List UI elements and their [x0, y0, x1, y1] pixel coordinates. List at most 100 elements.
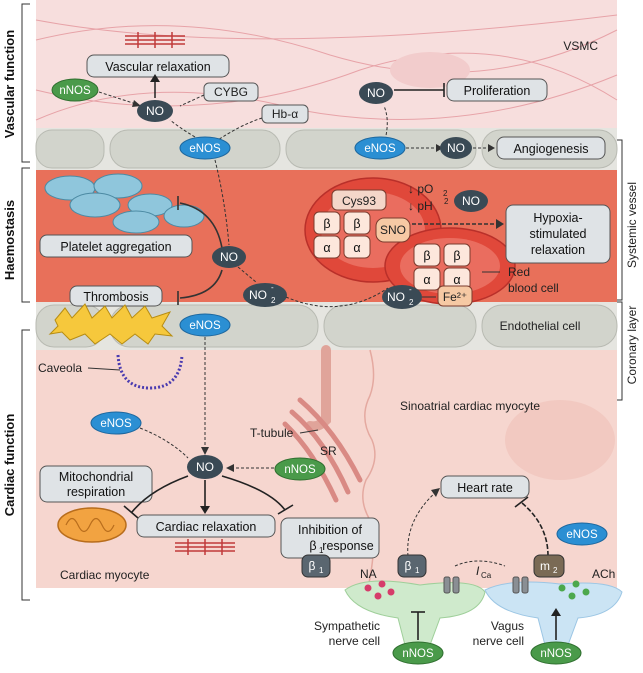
ph-label: ↓ pH: [408, 199, 433, 213]
na-label: NA: [360, 567, 377, 581]
cys93-label: Cys93: [342, 194, 376, 208]
arrow-cybg-to-no: [179, 94, 205, 107]
b1-response-label-1: Inhibition of: [298, 523, 362, 537]
hypoxia-label-1: Hypoxia-: [533, 211, 582, 225]
arrow-caveola-enos-to-no: [139, 427, 189, 459]
cybg-box: [203, 82, 259, 102]
nnos-label-cardiac: nNOS: [284, 464, 316, 476]
ph-sub: 2: [444, 197, 449, 206]
no-label-haemostasis: NO: [220, 250, 238, 264]
nnos-pill-cardiac: [274, 457, 326, 481]
sympathetic-label-1: Sympathetic: [314, 619, 380, 633]
hypoxia-label-2: stimulated: [530, 227, 587, 241]
no2-left-label: NO: [249, 288, 267, 302]
section-haemostasis: Haemostasis: [2, 200, 17, 280]
section-brackets: [21, 3, 30, 601]
mito-label-1: Mitochondrial: [59, 470, 133, 484]
t-tubule-label: T-tubule: [250, 426, 294, 440]
hypoxia-box: [505, 204, 611, 264]
b1-left-sub: 1: [319, 566, 324, 575]
arrowhead: [201, 447, 209, 455]
arrowhead: [436, 144, 443, 152]
caveola-pointer: [87, 367, 121, 371]
caveola-label: Caveola: [38, 361, 82, 375]
section-cardiac: Cardiac function: [2, 414, 17, 517]
ion-channel-left: [443, 576, 460, 594]
cardiac-relaxation-box: [136, 514, 276, 538]
no-proliferation: [359, 82, 393, 104]
fe2-box: [437, 285, 473, 307]
ica-label: I: [476, 564, 480, 578]
mitochondrion: [57, 507, 127, 543]
hb-alpha-box: [261, 104, 309, 124]
alpha-2b: α: [453, 273, 460, 287]
arrowhead: [496, 219, 504, 229]
arrowhead: [150, 74, 160, 82]
beta-2b: β: [453, 249, 460, 263]
thrombosis-label: Thrombosis: [83, 290, 148, 304]
no-label-angio: NO: [447, 141, 465, 155]
beta-1a: β: [323, 217, 330, 231]
po2-sub: 2: [443, 189, 448, 198]
ica-arc: [454, 560, 506, 567]
alpha-1a: α: [323, 241, 330, 255]
enos-label-coronary: eNOS: [189, 320, 221, 332]
vsmc-nucleus: [390, 52, 470, 88]
inhibit-bar: [123, 505, 139, 519]
t-tubule-pointer: [299, 429, 319, 434]
systemic-vessel-label: Systemic vessel: [625, 182, 639, 268]
b1-response-label-2b: response: [322, 539, 373, 553]
no-vascular: [137, 100, 173, 122]
no2-left-sup: -: [271, 283, 274, 292]
myocyte-nucleus: [505, 400, 615, 480]
no2-right-sub: 2: [409, 298, 414, 307]
b1-response-label-2sub: 1: [319, 546, 324, 555]
vagus-label-1: Vagus: [491, 619, 524, 633]
inhibit-heart-rate: [521, 502, 549, 557]
po2-label: ↓ pO: [408, 182, 433, 196]
hb-subunits-1: [313, 211, 371, 259]
no-hypoxia: [454, 190, 488, 212]
no2-left: [243, 283, 287, 307]
arrowhead: [431, 488, 440, 497]
sno-label: SNO: [380, 223, 406, 237]
arrow-enos-to-no-haemostasis: [214, 159, 230, 246]
no2-right-label: NO: [387, 290, 405, 304]
rbc-label-1: Red: [508, 265, 530, 279]
no-label-vascular: NO: [146, 104, 164, 118]
nnos-pill-sympathetic: [392, 641, 444, 665]
inhibit-b1: [221, 475, 286, 511]
vascular-relaxation-label: Vascular relaxation: [105, 60, 210, 74]
arrow-nnos-to-no: [98, 91, 137, 105]
heart-rate-label: Heart rate: [457, 481, 513, 495]
proliferation-label: Proliferation: [464, 84, 531, 98]
heart-rate-box: [440, 475, 530, 499]
cybg-label: CYBG: [214, 85, 248, 99]
m2-sub: 2: [553, 566, 558, 575]
enos-pill-cardiac-right: [556, 522, 608, 546]
arrow-enos-to-no-vascular: [169, 119, 196, 138]
b1-receptor-left: [301, 554, 331, 578]
caveola-shape: [116, 354, 184, 390]
beta-1b: β: [353, 217, 360, 231]
ach-vesicles: [558, 580, 590, 600]
enos-pill-upper-left: [179, 136, 231, 160]
no2-right: [382, 285, 422, 309]
sr-shape: [282, 397, 363, 503]
t-tubule-shape: [305, 345, 331, 432]
enos-label-cardiac-right: eNOS: [566, 529, 598, 541]
nnos-label-sympathetic: nNOS: [402, 648, 434, 660]
hb-subunits-2: [413, 243, 471, 291]
mito-label-2: respiration: [67, 485, 125, 499]
b1-right-sub: 1: [415, 566, 420, 575]
sno-box: [375, 217, 411, 243]
arrowhead: [488, 144, 495, 152]
b1-receptor-right: [397, 554, 427, 578]
nnos-label-vagus: nNOS: [540, 648, 572, 660]
mito-box: [39, 465, 153, 503]
ach-label: ACh: [592, 567, 615, 581]
inhibit-thrombosis: [179, 269, 223, 299]
platelet-aggregation-label: Platelet aggregation: [60, 240, 171, 254]
hypoxia-label-3: relaxation: [531, 243, 585, 257]
